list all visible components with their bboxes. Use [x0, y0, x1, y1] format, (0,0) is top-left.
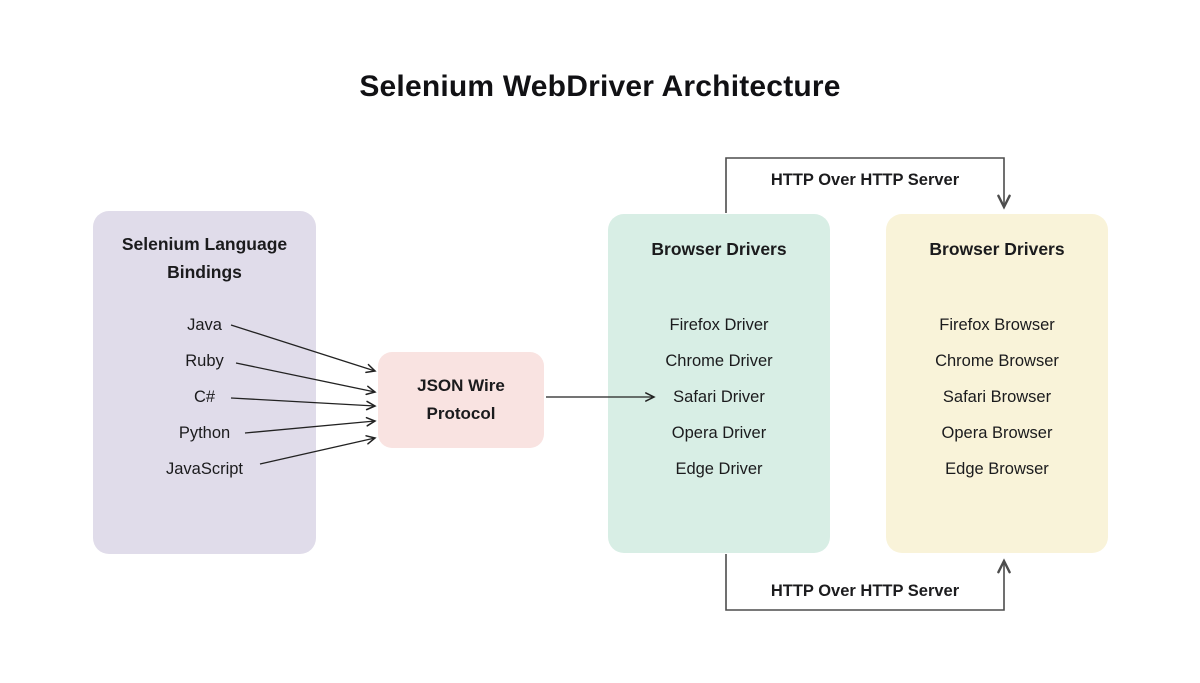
- language-item-csharp: C#: [193, 388, 216, 406]
- browser-item-opera: Opera Browser: [941, 424, 1053, 442]
- driver-item-edge: Edge Driver: [675, 460, 763, 478]
- http-top-label: HTTP Over HTTP Server: [770, 171, 960, 189]
- browser-item-firefox: Firefox Browser: [939, 316, 1055, 334]
- language-bindings-box: Selenium Language Bindings Java Ruby C# …: [93, 211, 316, 554]
- diagram-title: Selenium WebDriver Architecture: [359, 70, 841, 103]
- browser-drivers-title: Browser Drivers: [651, 239, 787, 259]
- browser-item-edge: Edge Browser: [945, 460, 1049, 478]
- json-wire-protocol-box: JSON Wire Protocol: [378, 352, 544, 448]
- driver-item-chrome: Chrome Driver: [665, 352, 773, 370]
- language-item-javascript: JavaScript: [165, 460, 244, 478]
- language-item-java: Java: [187, 316, 222, 334]
- driver-item-opera: Opera Driver: [671, 424, 767, 442]
- language-item-python: Python: [178, 424, 231, 442]
- json-wire-protocol-label-line2: Protocol: [426, 404, 496, 423]
- browser-item-chrome: Chrome Browser: [935, 352, 1059, 370]
- browsers-title: Browser Drivers: [929, 239, 1065, 259]
- browsers-box: Browser Drivers Firefox Browser Chrome B…: [886, 214, 1108, 553]
- browser-drivers-box: Browser Drivers Firefox Driver Chrome Dr…: [608, 214, 830, 553]
- driver-item-firefox: Firefox Driver: [669, 316, 769, 334]
- language-item-ruby: Ruby: [185, 352, 224, 370]
- http-bottom-label: HTTP Over HTTP Server: [770, 582, 960, 600]
- language-bindings-title: Selenium Language Bindings: [121, 234, 288, 282]
- json-wire-protocol-label-line1: JSON Wire: [417, 375, 505, 395]
- driver-item-safari: Safari Driver: [673, 388, 765, 406]
- browser-item-safari: Safari Browser: [942, 388, 1052, 406]
